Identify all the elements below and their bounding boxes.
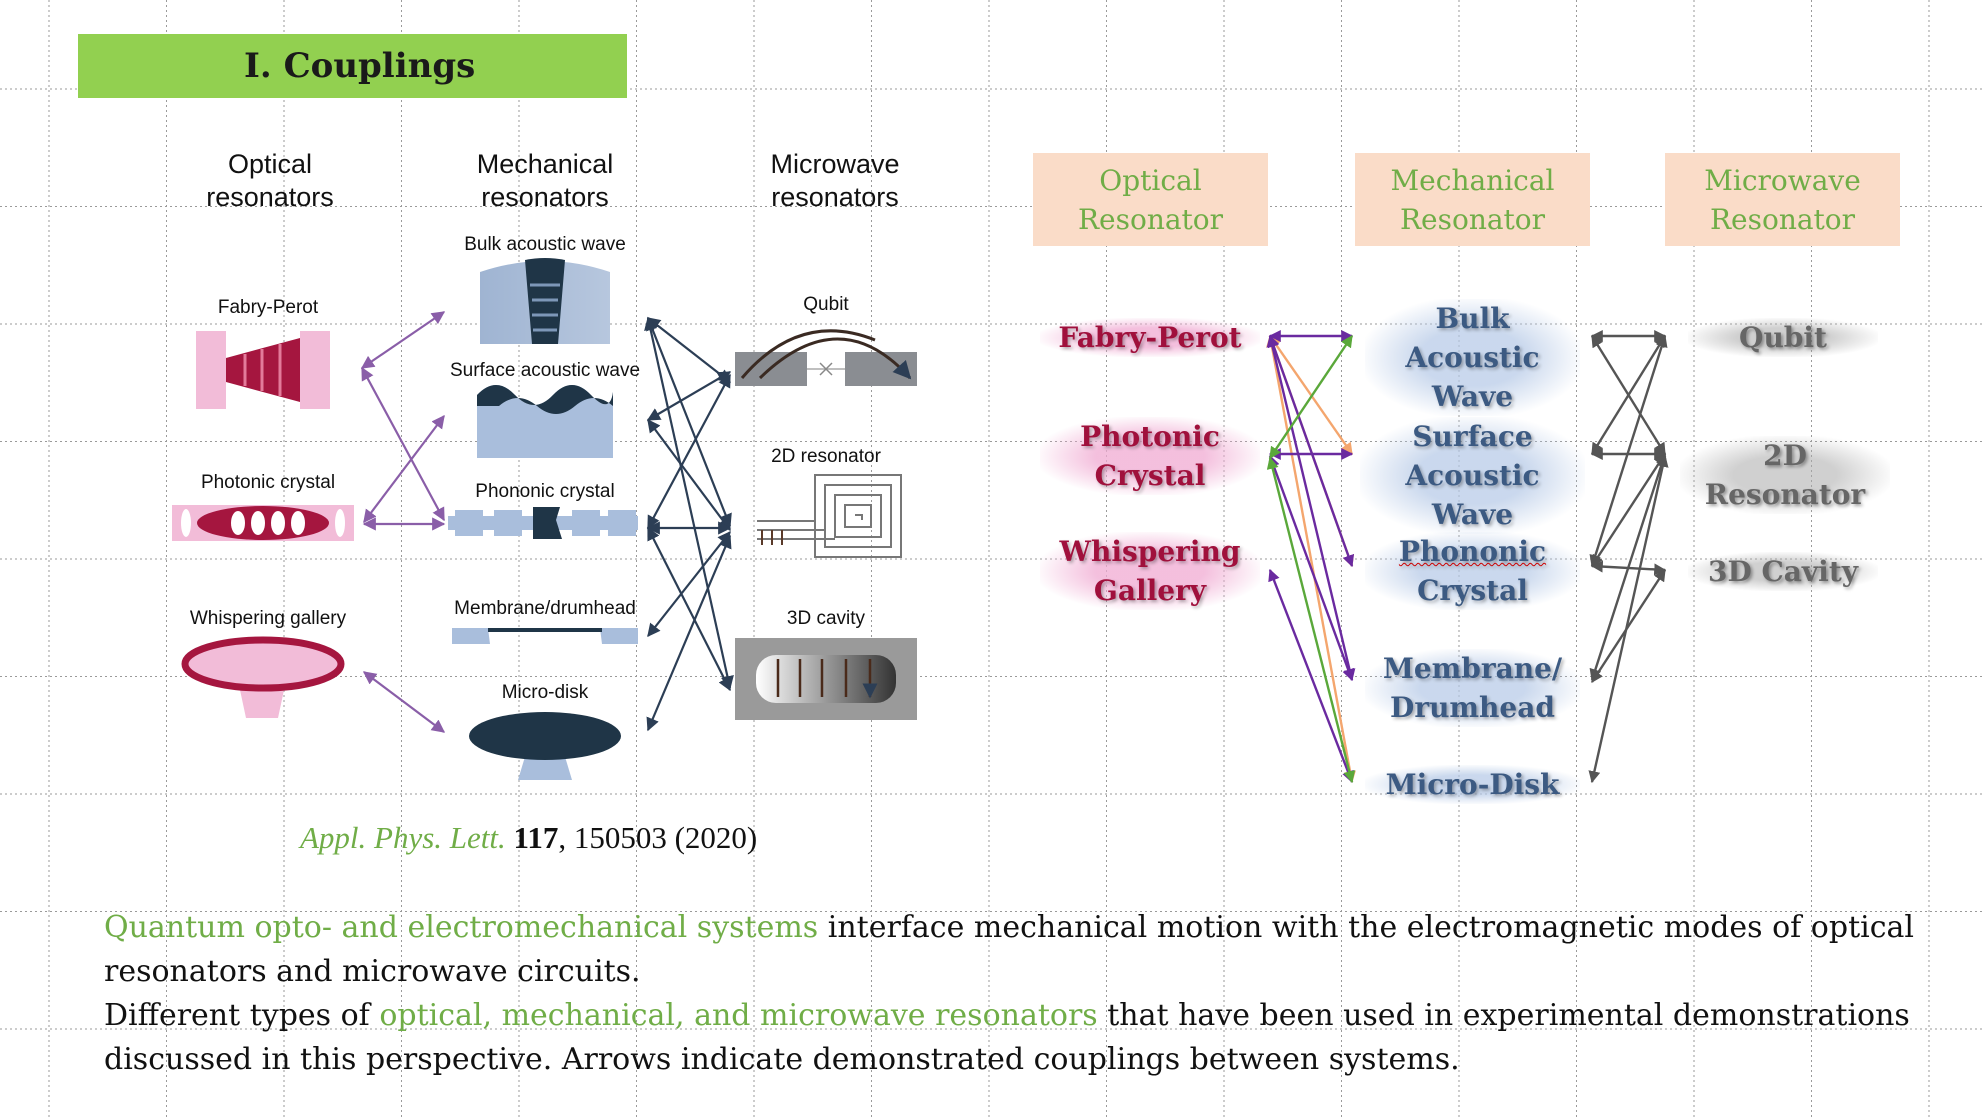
label-photonic-crystal: Photonic crystal xyxy=(200,472,336,493)
label-surface-acoustic-wave: Surface acoustic wave xyxy=(449,360,641,381)
header-optical-resonators: Optical resonators xyxy=(200,148,340,214)
node-3d-cavity: 3D Cavity xyxy=(1688,552,1878,591)
bulk-acoustic-wave-icon xyxy=(480,258,610,344)
citation-volume: 117 xyxy=(513,820,559,855)
node-line1: Surface xyxy=(1412,420,1533,453)
header-box-mechanical-resonator: Mechanical Resonator xyxy=(1355,153,1590,246)
header-line2: Resonator xyxy=(1399,203,1546,236)
fabry-perot-icon xyxy=(196,331,330,409)
label-fabry-perot: Fabry-Perot xyxy=(217,297,319,318)
header-mechanical-resonators: Mechanical resonators xyxy=(460,148,630,214)
slide-title: I. Couplings xyxy=(244,46,476,86)
node-line1: 2D Resonator xyxy=(1704,439,1866,511)
node-2d-resonator: 2D Resonator xyxy=(1680,436,1890,514)
node-bulk-acoustic-wave: Bulk Acoustic Wave xyxy=(1365,299,1580,416)
left-figure-optomech-arrows xyxy=(360,311,446,733)
citation: Appl. Phys. Lett. 117, 150503 (2020) xyxy=(300,820,757,856)
qubit-icon xyxy=(735,329,917,386)
label-bulk-acoustic-wave: Bulk acoustic wave xyxy=(464,234,626,255)
header-line2: Resonator xyxy=(1709,203,1856,236)
node-line2: Wave xyxy=(1431,380,1514,413)
node-line1: Whispering xyxy=(1059,535,1241,568)
node-line2: Drumhead xyxy=(1390,691,1555,724)
node-line2: Crystal xyxy=(1417,574,1528,607)
highlight-resonators: optical, mechanical, and microwave reson… xyxy=(379,998,1098,1033)
node-whispering-gallery: Whispering Gallery xyxy=(1040,532,1260,610)
label-membrane-drumhead: Membrane/drumhead xyxy=(454,598,636,619)
whispering-gallery-icon xyxy=(181,636,345,718)
node-line2: Acoustic Wave xyxy=(1405,459,1540,531)
citation-rest: , 150503 (2020) xyxy=(558,820,758,855)
2d-resonator-icon xyxy=(757,474,902,558)
node-line1: Fabry-Perot xyxy=(1058,321,1242,354)
header-text: Microwave resonators xyxy=(770,149,900,212)
header-line2: Resonator xyxy=(1077,203,1224,236)
node-line2: Gallery xyxy=(1093,574,1207,607)
node-phononic-crystal: Phononic Crystal xyxy=(1365,532,1580,610)
node-line1: 3D Cavity xyxy=(1707,555,1859,588)
header-line1: Mechanical xyxy=(1390,164,1555,197)
sentence2-rest: that have been used in experimental demo… xyxy=(104,998,1910,1077)
node-line1: Membrane/ xyxy=(1382,652,1563,685)
label-micro-disk: Micro-disk xyxy=(501,682,589,703)
node-line1: Micro-Disk xyxy=(1385,768,1560,801)
sentence2-start: Different types of xyxy=(104,998,380,1033)
node-micro-disk: Micro-Disk xyxy=(1365,765,1580,804)
micro-disk-icon xyxy=(469,712,621,780)
sentence1-rest: interface mechanical motion with the ele… xyxy=(104,910,1915,989)
left-figure-electromech-arrows xyxy=(644,316,734,732)
node-membrane-drumhead: Membrane/ Drumhead xyxy=(1365,649,1580,727)
header-microwave-resonators: Microwave resonators xyxy=(755,148,915,214)
phononic-crystal-icon xyxy=(448,507,638,539)
node-surface-acoustic-wave: Surface Acoustic Wave xyxy=(1360,417,1585,534)
3d-cavity-icon xyxy=(735,638,917,720)
node-line1: Qubit xyxy=(1739,321,1827,354)
node-photonic-crystal: Photonic Crystal xyxy=(1040,417,1260,495)
node-line1: Bulk Acoustic xyxy=(1405,302,1540,374)
citation-journal: Appl. Phys. Lett. xyxy=(300,820,506,855)
label-3d-cavity: 3D cavity xyxy=(786,608,866,629)
node-line1: Photonic xyxy=(1080,420,1220,453)
header-line1: Optical xyxy=(1099,164,1202,197)
node-qubit: Qubit xyxy=(1688,318,1878,357)
node-line2: Crystal xyxy=(1094,459,1206,492)
node-line1: Phononic xyxy=(1398,535,1547,568)
header-text: Optical resonators xyxy=(206,149,334,212)
label-phononic-crystal: Phononic crystal xyxy=(475,481,615,502)
header-box-optical-resonator: Optical Resonator xyxy=(1033,153,1268,246)
header-box-microwave-resonator: Microwave Resonator xyxy=(1665,153,1900,246)
header-line1: Microwave xyxy=(1704,164,1861,197)
node-fabry-perot: Fabry-Perot xyxy=(1040,318,1260,357)
surface-acoustic-wave-icon xyxy=(477,385,613,458)
label-qubit: Qubit xyxy=(803,294,849,315)
highlight-systems: Quantum opto- and electromechanical syst… xyxy=(104,910,819,945)
description-paragraph: Quantum opto- and electromechanical syst… xyxy=(104,906,1924,1082)
photonic-crystal-icon xyxy=(172,505,354,541)
label-2d-resonator: 2D resonator xyxy=(771,446,881,467)
header-text: Mechanical resonators xyxy=(476,149,614,212)
label-whispering-gallery: Whispering gallery xyxy=(189,608,347,629)
membrane-drumhead-icon xyxy=(452,628,638,644)
slide-title-bar: I. Couplings xyxy=(78,34,627,98)
